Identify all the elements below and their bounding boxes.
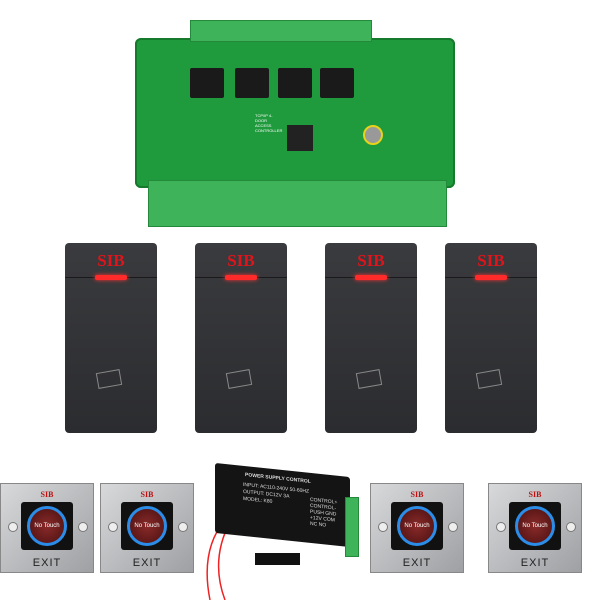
card-icon: [475, 369, 503, 389]
card-icon: [355, 369, 383, 389]
led-indicator: [225, 275, 257, 280]
exit-brand: SIB: [40, 490, 54, 499]
led-indicator: [355, 275, 387, 280]
exit-brand: SIB: [410, 490, 424, 499]
card-reader: SIB: [445, 243, 537, 433]
top-terminal-blocks: [190, 20, 372, 42]
no-touch-sensor: No Touch: [27, 506, 67, 546]
exit-label: EXIT: [520, 557, 550, 569]
relay: [235, 68, 269, 98]
card-reader: SIB: [195, 243, 287, 433]
card-icon: [95, 369, 123, 389]
exit-label: EXIT: [402, 557, 432, 569]
relay: [190, 68, 224, 98]
pcb: [135, 38, 455, 188]
card-icon: [225, 369, 253, 389]
reader-logo: SIB: [97, 251, 125, 270]
bottom-terminal-blocks: [148, 180, 447, 227]
led-indicator: [95, 275, 127, 280]
board-label: TCP/IP 4-DOOR ACCESS CONTROLLER: [255, 113, 283, 133]
card-reader: SIB: [325, 243, 417, 433]
power-supply: POWER SUPPLY CONTROL INPUT: AC110-240V 5…: [215, 462, 350, 548]
card-reader: SIB: [65, 243, 157, 433]
psu-mount-bracket: [255, 553, 300, 565]
reader-logo: SIB: [477, 251, 505, 270]
no-touch-sensor: No Touch: [397, 506, 437, 546]
led-indicator: [475, 275, 507, 280]
microcontroller: [287, 125, 313, 151]
exit-brand: SIB: [528, 490, 542, 499]
battery: [363, 125, 383, 145]
psu-terminals: CONTROL+ CONTROL- PUSH GND +12V COM NC N…: [310, 496, 338, 529]
relay: [320, 68, 354, 98]
reader-logo: SIB: [357, 251, 385, 270]
exit-label: EXIT: [132, 557, 162, 569]
reader-logo: SIB: [227, 251, 255, 270]
relay: [278, 68, 312, 98]
no-touch-sensor: No Touch: [515, 506, 555, 546]
exit-label: EXIT: [32, 557, 62, 569]
psu-terminal-block: [345, 497, 359, 557]
no-touch-sensor: No Touch: [127, 506, 167, 546]
exit-brand: SIB: [140, 490, 154, 499]
